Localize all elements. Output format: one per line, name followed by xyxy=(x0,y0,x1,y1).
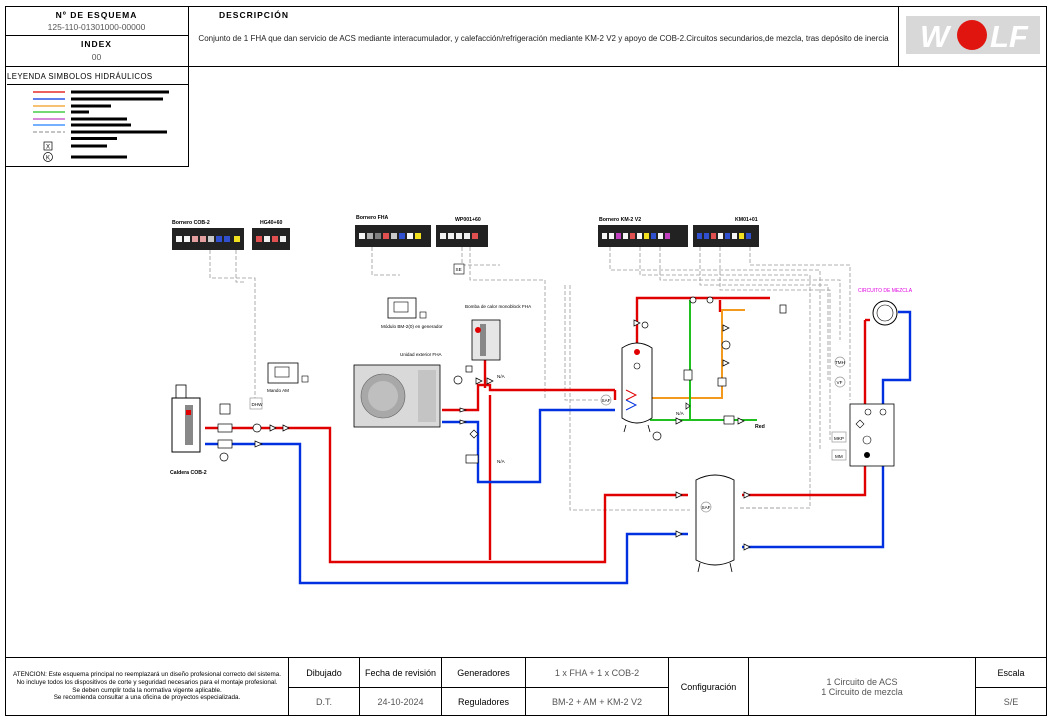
legend-block: LEYENDA SIMBOLOS HIDRÁULICOS X K xyxy=(5,67,189,167)
configuracion-value: 1 Circuito de ACS 1 Circuito de mezcla xyxy=(749,658,976,715)
tag-saf-2: SAF xyxy=(702,505,711,510)
heat-pump-monoblock xyxy=(471,319,501,361)
description-label: DESCRIPCIÓN xyxy=(219,10,290,20)
tag-dhw-1: DHW xyxy=(252,402,264,407)
reguladores-value: BM-2 + AM + KM-2 V2 xyxy=(526,688,669,715)
dhw-valves xyxy=(633,296,787,425)
pipes-return xyxy=(205,310,912,585)
tag-mkp: MKP xyxy=(834,436,844,441)
index-value: 00 xyxy=(91,52,102,62)
label-km: KM01+01 xyxy=(735,217,758,223)
terminal-strip-fha xyxy=(355,225,488,247)
description-block: DESCRIPCIÓN Conjunto de 1 FHA que dan se… xyxy=(189,6,899,67)
reguladores-label: Reguladores xyxy=(442,688,526,715)
generadores-label: Generadores xyxy=(442,658,526,688)
generadores-value: 1 x FHA + 1 x COB-2 xyxy=(526,658,669,688)
sensor-tags xyxy=(831,356,847,461)
svg-text:LF: LF xyxy=(990,19,1029,54)
tag-tmh: TMH xyxy=(835,360,845,365)
description-text: Conjunto de 1 FHA que dan servicio de AC… xyxy=(198,34,889,43)
buffer-tank xyxy=(695,474,735,573)
label-mando-am: Mando AM xyxy=(267,388,289,393)
dhw-storage-tank xyxy=(621,342,662,441)
wolf-logo: W LF xyxy=(906,16,1040,54)
label-unidad-exterior: Unidad exterior FHA xyxy=(400,352,443,357)
warning-cell: ATENCION: Este esquema principal no reem… xyxy=(6,658,289,715)
dibujado-label: Dibujado xyxy=(289,658,360,688)
warning-line-3: Se deben cumplir toda la normativa vigen… xyxy=(72,686,222,694)
label-na-2: N/A xyxy=(497,459,506,464)
heat-pump-valves xyxy=(453,365,494,464)
tag-mm: MM xyxy=(835,454,843,459)
boiler-cob2 xyxy=(171,384,201,453)
dibujado-value: D.T. xyxy=(289,688,360,715)
scheme-number-block: Nº DE ESQUEMA 125-110-01301000-00000 IND… xyxy=(5,6,189,67)
configuracion-value-2: 1 Circuito de mezcla xyxy=(821,686,903,697)
label-bornero-km2: Bornero KM-2 V2 xyxy=(599,217,641,223)
svg-text:W: W xyxy=(920,19,952,54)
tag-saf-1: SAF xyxy=(602,398,611,403)
logo-block: W LF xyxy=(899,6,1047,67)
scheme-number: 125-110-01301000-00000 xyxy=(5,22,188,36)
label-wp: WP001+60 xyxy=(455,217,481,223)
label-na-3: N/A xyxy=(676,411,685,416)
label-bornero-fha: Bornero FHA xyxy=(356,215,389,221)
legend-symbol-x: X xyxy=(46,145,50,151)
label-bornero-cob2: Bornero COB-2 xyxy=(172,220,210,226)
warning-line-1: ATENCION: Este esquema principal no reem… xyxy=(13,671,281,679)
escala-label: Escala xyxy=(976,658,1046,688)
label-caldera: Caldera COB-2 xyxy=(170,470,207,476)
warning-line-4: Se recomienda consultar a una oficina de… xyxy=(53,694,241,702)
label-circuito-mezcla: CIRCUITO DE MEZCLA xyxy=(858,288,913,294)
index-label: INDEX xyxy=(81,39,112,49)
boiler-valves xyxy=(217,403,290,462)
buffer-valves xyxy=(675,491,751,551)
fecha-label: Fecha de revisión xyxy=(360,658,442,688)
configuracion-label: Configuración xyxy=(669,658,749,715)
label-bm2: Módulo BM-2(0) en generador xyxy=(381,324,443,329)
fecha-value: 24-10-2024 xyxy=(360,688,442,715)
label-bomba-calor: Bomba de calor monoblock FHA xyxy=(465,304,532,309)
warning-line-2: No incluye todos los dispositivos de cor… xyxy=(16,678,278,686)
terminal-strip-cob2 xyxy=(172,228,290,250)
tag-se: SE xyxy=(456,267,462,272)
pipes-acs-primary xyxy=(652,309,745,399)
control-wiring xyxy=(209,247,851,511)
mando-am-device xyxy=(267,362,309,384)
terminal-strip-km2 xyxy=(598,225,759,247)
title-block: ATENCION: Este esquema principal no reem… xyxy=(5,657,1047,716)
legend-symbols: X K xyxy=(33,90,169,162)
label-na-1: N/A xyxy=(497,374,506,379)
outdoor-unit-fha xyxy=(353,364,441,428)
configuracion-value-1: 1 Circuito de ACS xyxy=(826,676,898,687)
mixing-group xyxy=(849,403,895,467)
pipes-cold-water xyxy=(650,300,757,421)
scheme-label: Nº DE ESQUEMA xyxy=(55,10,138,20)
legend-title: LEYENDA SIMBOLOS HIDRÁULICOS xyxy=(7,72,188,85)
bm2-module xyxy=(387,297,427,319)
pipes-supply xyxy=(205,296,870,564)
legend-symbol-k: K xyxy=(46,155,50,161)
label-hg: HG40+60 xyxy=(260,220,282,226)
label-red: Red xyxy=(755,424,765,430)
tag-vf: VF xyxy=(837,380,843,385)
escala-value: S/E xyxy=(1003,696,1019,707)
